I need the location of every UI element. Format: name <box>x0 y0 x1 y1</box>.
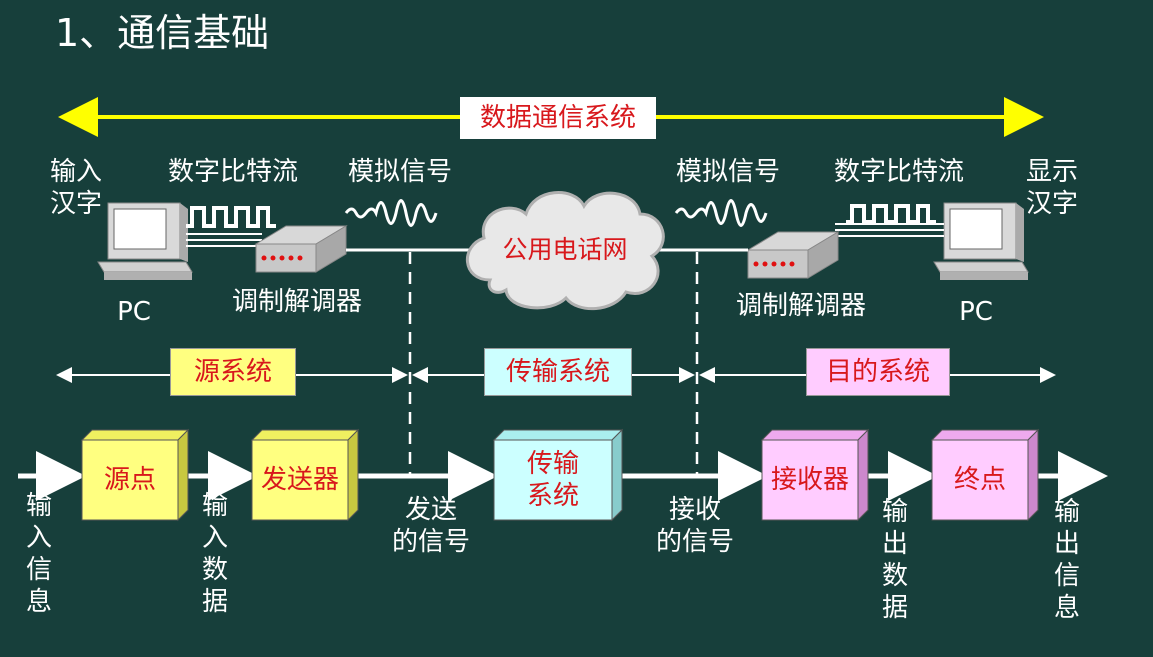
left-modem-icon <box>254 225 348 273</box>
box-receiver: 接收器 <box>770 465 849 495</box>
box-sink: 终点 <box>953 465 1006 495</box>
box-transmission-shape <box>492 428 624 522</box>
box-sink-shape <box>930 428 1040 522</box>
cloud-icon <box>466 191 665 311</box>
sent-signal-label: 发送 的信号 <box>391 495 470 557</box>
right-pc-label: PC <box>959 297 993 327</box>
right-modem-label: 调制解调器 <box>735 291 866 321</box>
right-modem-icon <box>746 231 840 279</box>
segment-source: 源系统 <box>170 348 296 396</box>
input-info-label: 输入信息 <box>25 491 52 617</box>
left-analog-label: 模拟信号 <box>347 157 452 187</box>
received-signal-label: 接收 的信号 <box>655 495 734 557</box>
right-bitstream-label: 数字比特流 <box>833 157 964 187</box>
right-square-wave <box>846 204 936 224</box>
left-input-label: 输入 汉字 <box>49 157 102 219</box>
left-analog-wave <box>344 199 438 227</box>
box-transmission: 传输 系统 <box>526 449 579 511</box>
left-bitstream-label: 数字比特流 <box>167 157 298 187</box>
system-banner: 数据通信系统 <box>460 97 656 139</box>
box-source-shape <box>80 428 190 522</box>
right-output-label: 显示 汉字 <box>1025 157 1078 219</box>
output-info-label: 输出信息 <box>1053 497 1080 623</box>
right-digital-cable <box>835 223 944 237</box>
left-pc-icon <box>97 202 193 280</box>
page-title: 1、通信基础 <box>55 11 270 55</box>
box-sender-shape <box>250 428 360 522</box>
box-source: 源点 <box>103 465 156 495</box>
left-digital-cable <box>186 233 262 247</box>
output-data-label: 输出数据 <box>881 497 908 623</box>
segment-destination: 目的系统 <box>806 348 950 396</box>
right-analog-label: 模拟信号 <box>675 157 780 187</box>
box-sender: 发送器 <box>260 465 339 495</box>
right-analog-wave <box>674 199 768 227</box>
segment-transmission: 传输系统 <box>484 348 632 396</box>
left-modem-label: 调制解调器 <box>231 287 362 317</box>
box-receiver-shape <box>760 428 870 522</box>
left-pc-label: PC <box>117 297 151 327</box>
cloud-label: 公用电话网 <box>502 235 628 264</box>
left-square-wave <box>186 206 276 228</box>
input-data-label: 输入数据 <box>201 491 228 617</box>
right-pc-icon <box>933 202 1029 280</box>
